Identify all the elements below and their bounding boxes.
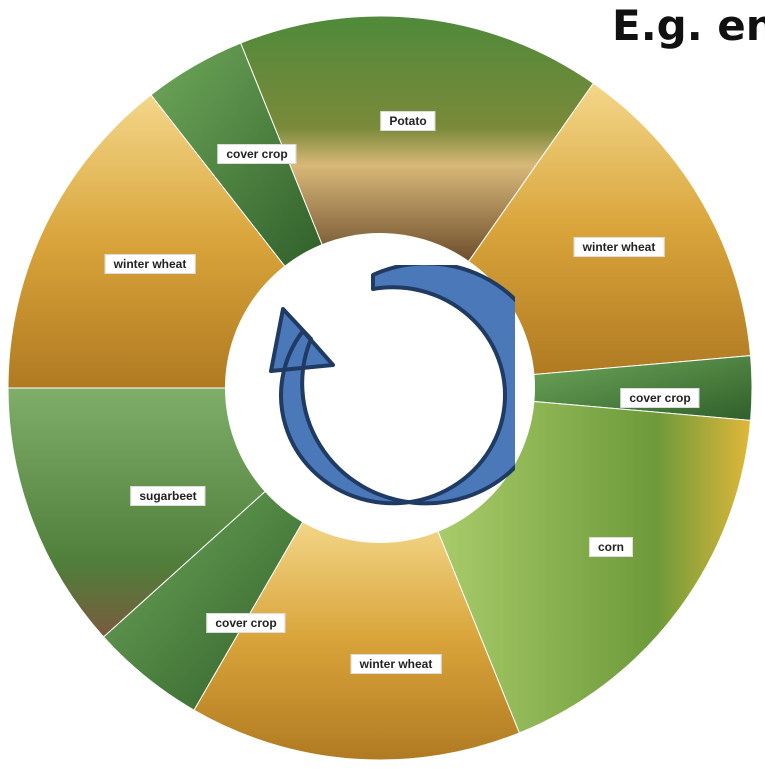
label-cover-crop-top-left: cover crop — [217, 144, 296, 164]
page-heading: E.g. en — [612, 0, 765, 52]
label-potato: Potato — [380, 111, 435, 131]
circular-arrow-icon — [255, 265, 515, 515]
label-cover-crop-bottom-left: cover crop — [206, 613, 285, 633]
label-winter-wheat-right: winter wheat — [574, 237, 665, 257]
label-cover-crop-right: cover crop — [620, 388, 699, 408]
label-winter-wheat-bottom: winter wheat — [351, 654, 442, 674]
label-winter-wheat-left: winter wheat — [105, 254, 196, 274]
label-corn: corn — [589, 537, 633, 557]
label-sugarbeet: sugarbeet — [130, 486, 205, 506]
